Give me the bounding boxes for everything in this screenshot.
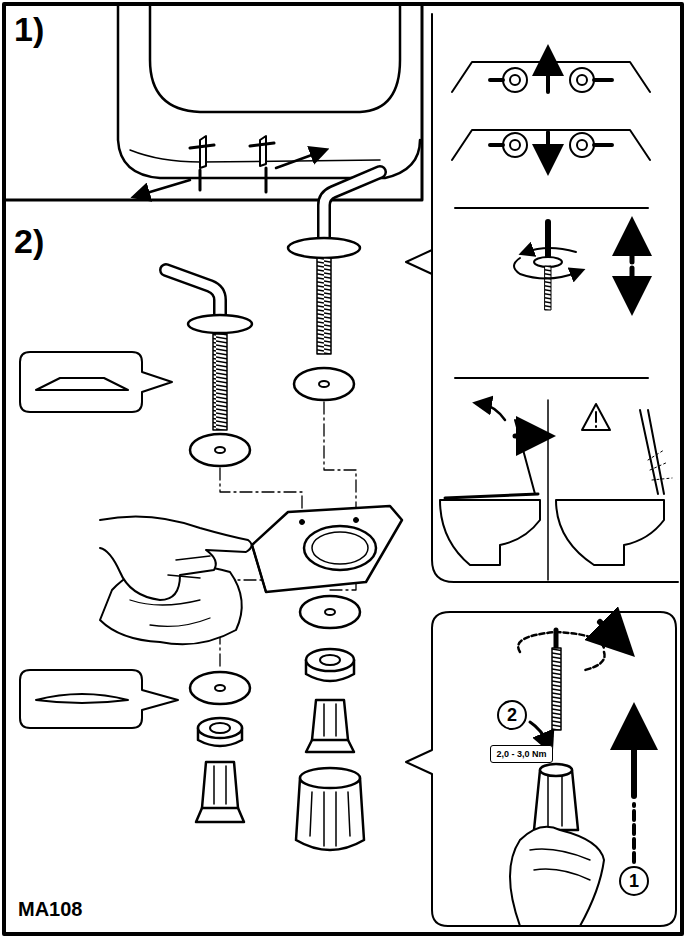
node-text: 2,0 - 3,0 Nm (496, 749, 546, 759)
step-number: 2) (14, 222, 44, 261)
callout-number: 1 (619, 866, 649, 896)
step-number: 1) (14, 10, 44, 49)
callout-number: 2 (497, 700, 527, 730)
model-code: MA108 (18, 898, 82, 921)
torque-box: 2,0 - 3,0 Nm (490, 745, 553, 763)
node-text: 1 (629, 871, 639, 892)
node-text: 2 (507, 705, 517, 726)
